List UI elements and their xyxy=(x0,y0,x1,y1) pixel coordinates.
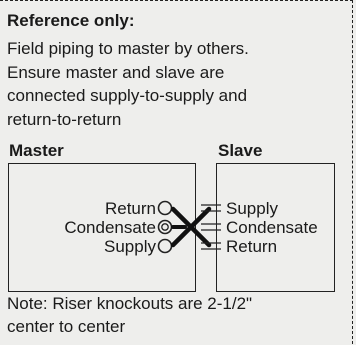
slave-label: Slave xyxy=(218,141,263,160)
master-port-labels: Return Condensate Supply xyxy=(64,199,156,256)
reference-instructions: Field piping to master by others. Ensure… xyxy=(7,37,249,131)
master-port-supply: Supply xyxy=(104,237,156,256)
master-port-return: Return xyxy=(104,199,156,218)
instruction-line: return-to-return xyxy=(7,109,122,129)
slave-unit-box xyxy=(216,163,335,292)
instruction-line: Ensure master and slave are xyxy=(7,62,225,82)
master-label: Master xyxy=(9,141,64,160)
slave-port-labels: Supply Condensate Return xyxy=(226,199,318,256)
instruction-line: Field piping to master by others. xyxy=(7,39,249,58)
master-port-condensate: Condensate xyxy=(64,218,156,237)
supply-crossover-pipe xyxy=(170,206,212,248)
riser-note-line: Note: Riser knockouts are 2-1/2" xyxy=(7,294,253,313)
master-return-knockout xyxy=(157,200,173,216)
master-supply-knockout xyxy=(157,238,173,254)
slave-pipe-stubs xyxy=(201,204,221,250)
master-condensate-inner-ring xyxy=(161,223,169,231)
slave-port-condensate: Condensate xyxy=(226,218,318,237)
riser-note-line: center to center xyxy=(7,317,126,336)
instruction-line: connected supply-to-supply and xyxy=(7,86,248,105)
reference-heading: Reference only: xyxy=(7,11,135,30)
slave-port-supply: Supply xyxy=(226,199,278,218)
master-condensate-knockout xyxy=(157,219,173,235)
riser-knockout-note: Note: Riser knockouts are 2-1/2" center … xyxy=(7,292,252,338)
slave-port-return: Return xyxy=(226,237,278,256)
